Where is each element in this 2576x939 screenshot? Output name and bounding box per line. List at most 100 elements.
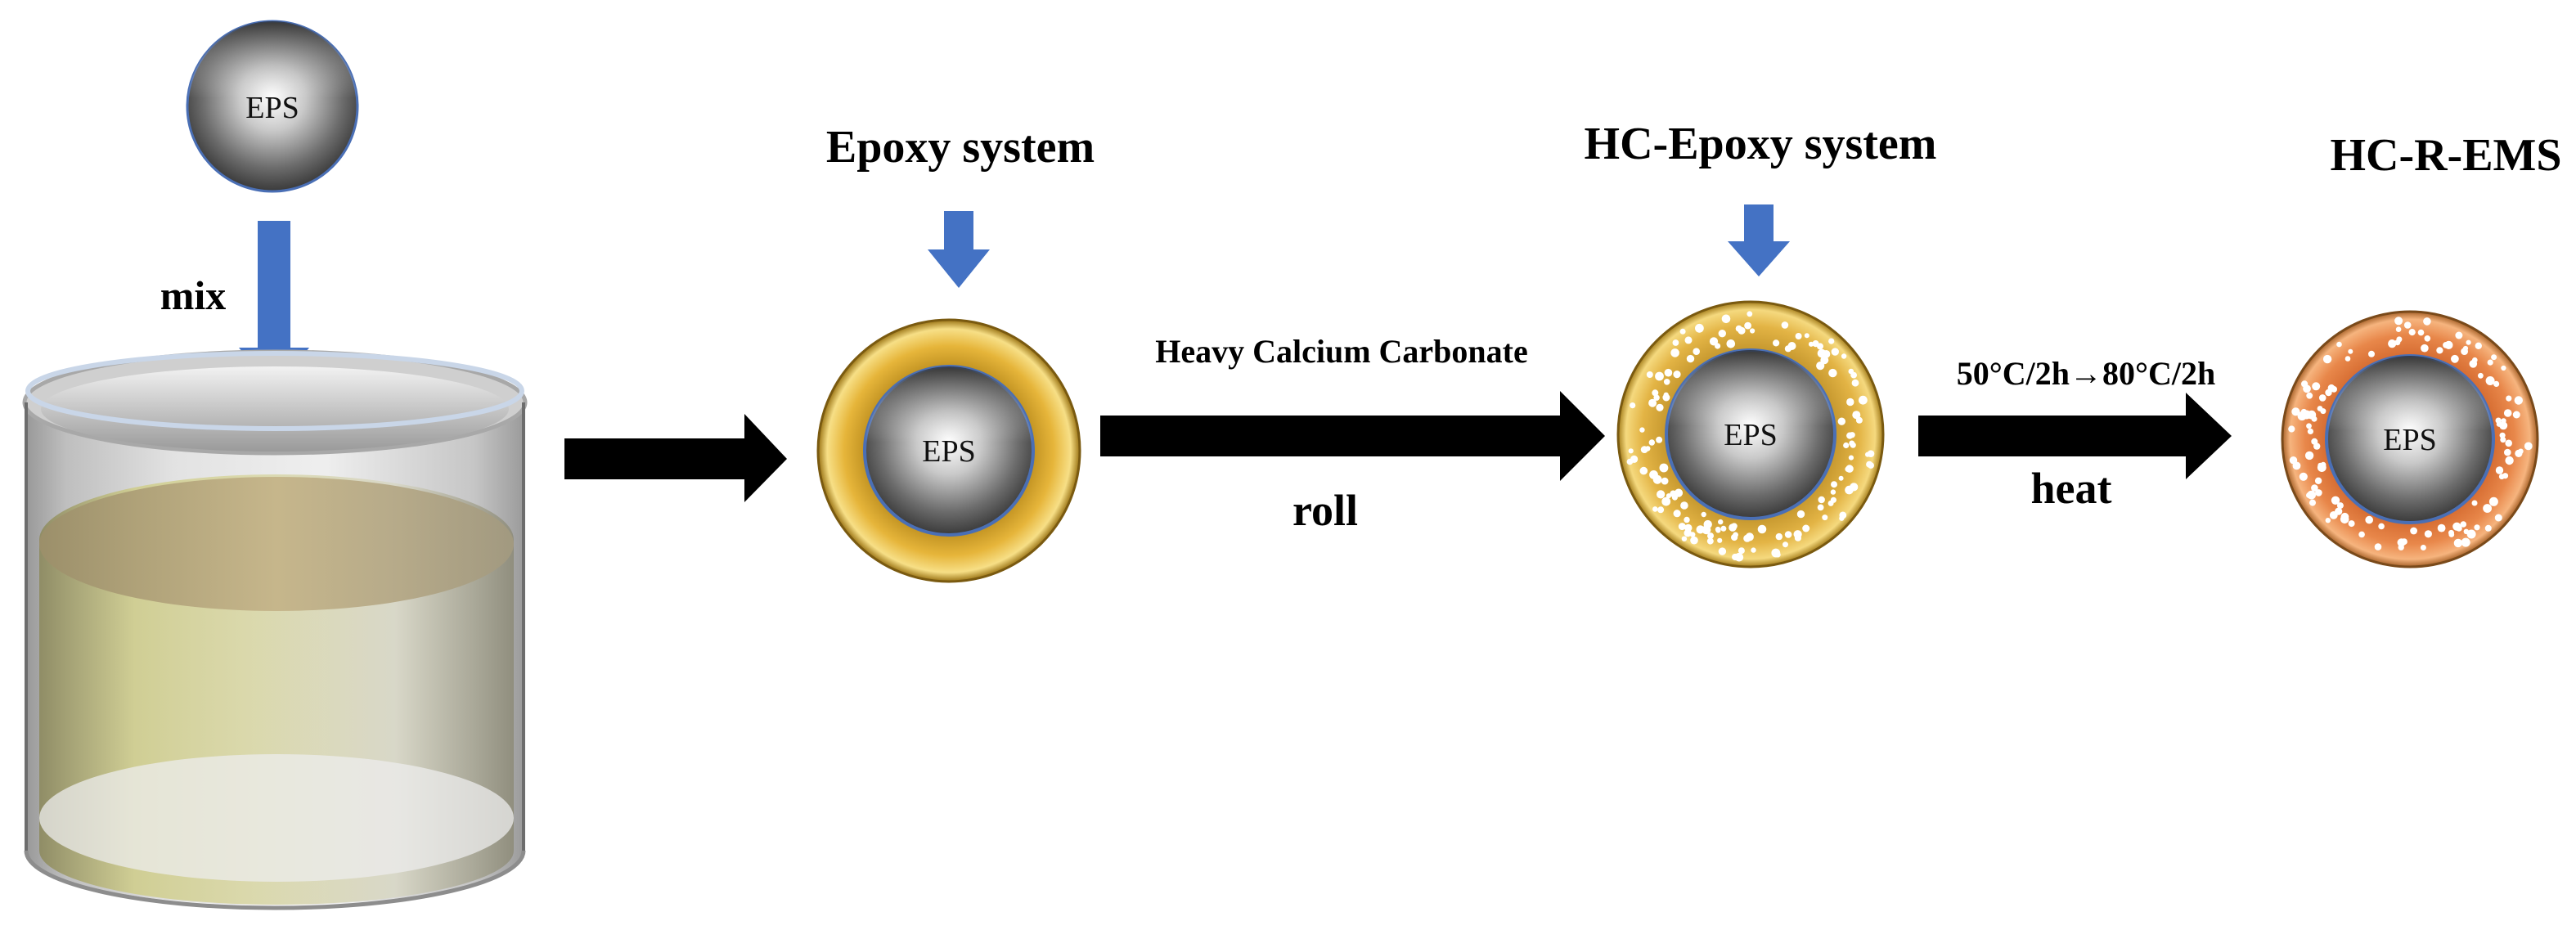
particle-dot [2485, 376, 2495, 385]
particle-dot [1817, 343, 1823, 350]
particle-dot [1709, 337, 1719, 346]
particle-dot [1707, 532, 1714, 540]
temperature-schedule-label: 50°C/2h→80°C/2h [1957, 355, 2215, 392]
particle-dot [1656, 403, 1664, 411]
particle-dot [1828, 368, 1837, 378]
particle-dot [2437, 523, 2446, 532]
particle-dot [2487, 359, 2493, 366]
particle-dot [1663, 379, 1670, 385]
particle-dot [2504, 448, 2511, 456]
hc-epoxy-coated-eps: EPS [1616, 300, 1885, 568]
particle-dot [1693, 348, 1700, 356]
particle-dot [2403, 321, 2412, 329]
particle-dot [1773, 339, 1780, 347]
particle-dot [2456, 525, 2462, 532]
particle-dot [1628, 448, 1634, 454]
particle-dot [1666, 493, 1671, 499]
particle-dot [2475, 342, 2482, 349]
particle-dot [1848, 368, 1854, 375]
particle-dot [2410, 527, 2418, 535]
particle-dot [1855, 416, 1863, 424]
particle-dot [1783, 541, 1788, 548]
particle-dot [2466, 529, 2476, 539]
particle-dot [1850, 442, 1856, 448]
particle-dot [2400, 538, 2407, 546]
particle-dot [2318, 394, 2326, 402]
particle-dot [1744, 321, 1752, 330]
arrow-step-2 [1100, 391, 1605, 481]
particle-dot [2469, 360, 2478, 368]
particle-dot [2311, 484, 2318, 492]
blue-arrow-hc-epoxy [1728, 204, 1790, 276]
particle-dot [2327, 384, 2335, 392]
particle-dot [1733, 532, 1739, 538]
particle-dot [2306, 423, 2312, 429]
particle-dot [2514, 396, 2523, 405]
particle-dot [2503, 409, 2512, 417]
particle-dot [2505, 456, 2514, 465]
particle-dot [2303, 384, 2311, 393]
particle-dot [1867, 450, 1875, 457]
epoxy-coated-eps: EPS [816, 318, 1081, 583]
particle-dot [2299, 472, 2308, 481]
particle-dot [1664, 368, 1673, 377]
particle-dot [1808, 341, 1814, 347]
particle-dot [2325, 518, 2331, 523]
particle-dot [1655, 371, 1664, 381]
particle-dot [1848, 455, 1854, 461]
particle-dot [2455, 331, 2463, 339]
particle-dot [1841, 353, 1847, 359]
particle-dot [2348, 348, 2353, 354]
particle-dot [1652, 389, 1659, 397]
particle-dot [1845, 485, 1854, 495]
particle-dot [1674, 488, 1684, 497]
particle-dot [1796, 510, 1805, 519]
particle-dot [1795, 333, 1802, 339]
particle-dot [2460, 521, 2467, 528]
hc-r-ems-label: HC-R-EMS [2330, 130, 2561, 181]
particle-dot [1830, 496, 1836, 503]
particle-dot [2436, 347, 2443, 354]
particle-dot [2322, 354, 2332, 364]
particle-dot [2462, 345, 2469, 352]
particle-dot [2331, 496, 2340, 505]
particle-dot [1706, 537, 1714, 545]
particle-dot [1738, 326, 1746, 335]
particle-dot [2309, 499, 2316, 506]
particle-dot [2336, 341, 2342, 348]
heat-label: heat [2031, 464, 2112, 513]
particle-dot [1652, 506, 1658, 512]
particle-dot [1678, 523, 1686, 531]
particle-dot [2443, 342, 2449, 348]
particle-dot [2395, 326, 2402, 333]
particle-dot [2512, 411, 2520, 419]
particle-dot [2493, 380, 2500, 387]
particle-dot [1649, 470, 1658, 479]
beaker [22, 349, 528, 910]
particle-dot [2424, 335, 2431, 342]
particle-dot [1661, 496, 1671, 506]
particle-dot [1640, 446, 1648, 453]
particle-dot [1695, 323, 1704, 333]
particle-dot [1656, 436, 1663, 443]
blue-arrow-epoxy [928, 211, 990, 288]
particle-dot [2488, 496, 2498, 506]
particle-dot [1843, 442, 1850, 449]
particle-dot [1670, 348, 1679, 357]
particle-dot [2495, 417, 2502, 424]
particle-dot [2368, 350, 2375, 357]
particle-dot [1731, 523, 1738, 530]
particle-dot [2365, 515, 2373, 524]
particle-dot [2394, 339, 2401, 346]
particle-dot [1851, 379, 1859, 387]
particle-dot [2506, 395, 2512, 402]
mix-label: mix [160, 272, 227, 318]
particle-dot [1684, 516, 1690, 523]
particle-dot [2451, 354, 2459, 363]
particle-dot [1817, 504, 1824, 511]
particle-dot [2420, 545, 2426, 550]
particle-dot [1751, 547, 1756, 553]
particle-dot [1859, 395, 1868, 405]
particle-dot [1732, 553, 1739, 561]
particle-dot [1830, 489, 1836, 495]
